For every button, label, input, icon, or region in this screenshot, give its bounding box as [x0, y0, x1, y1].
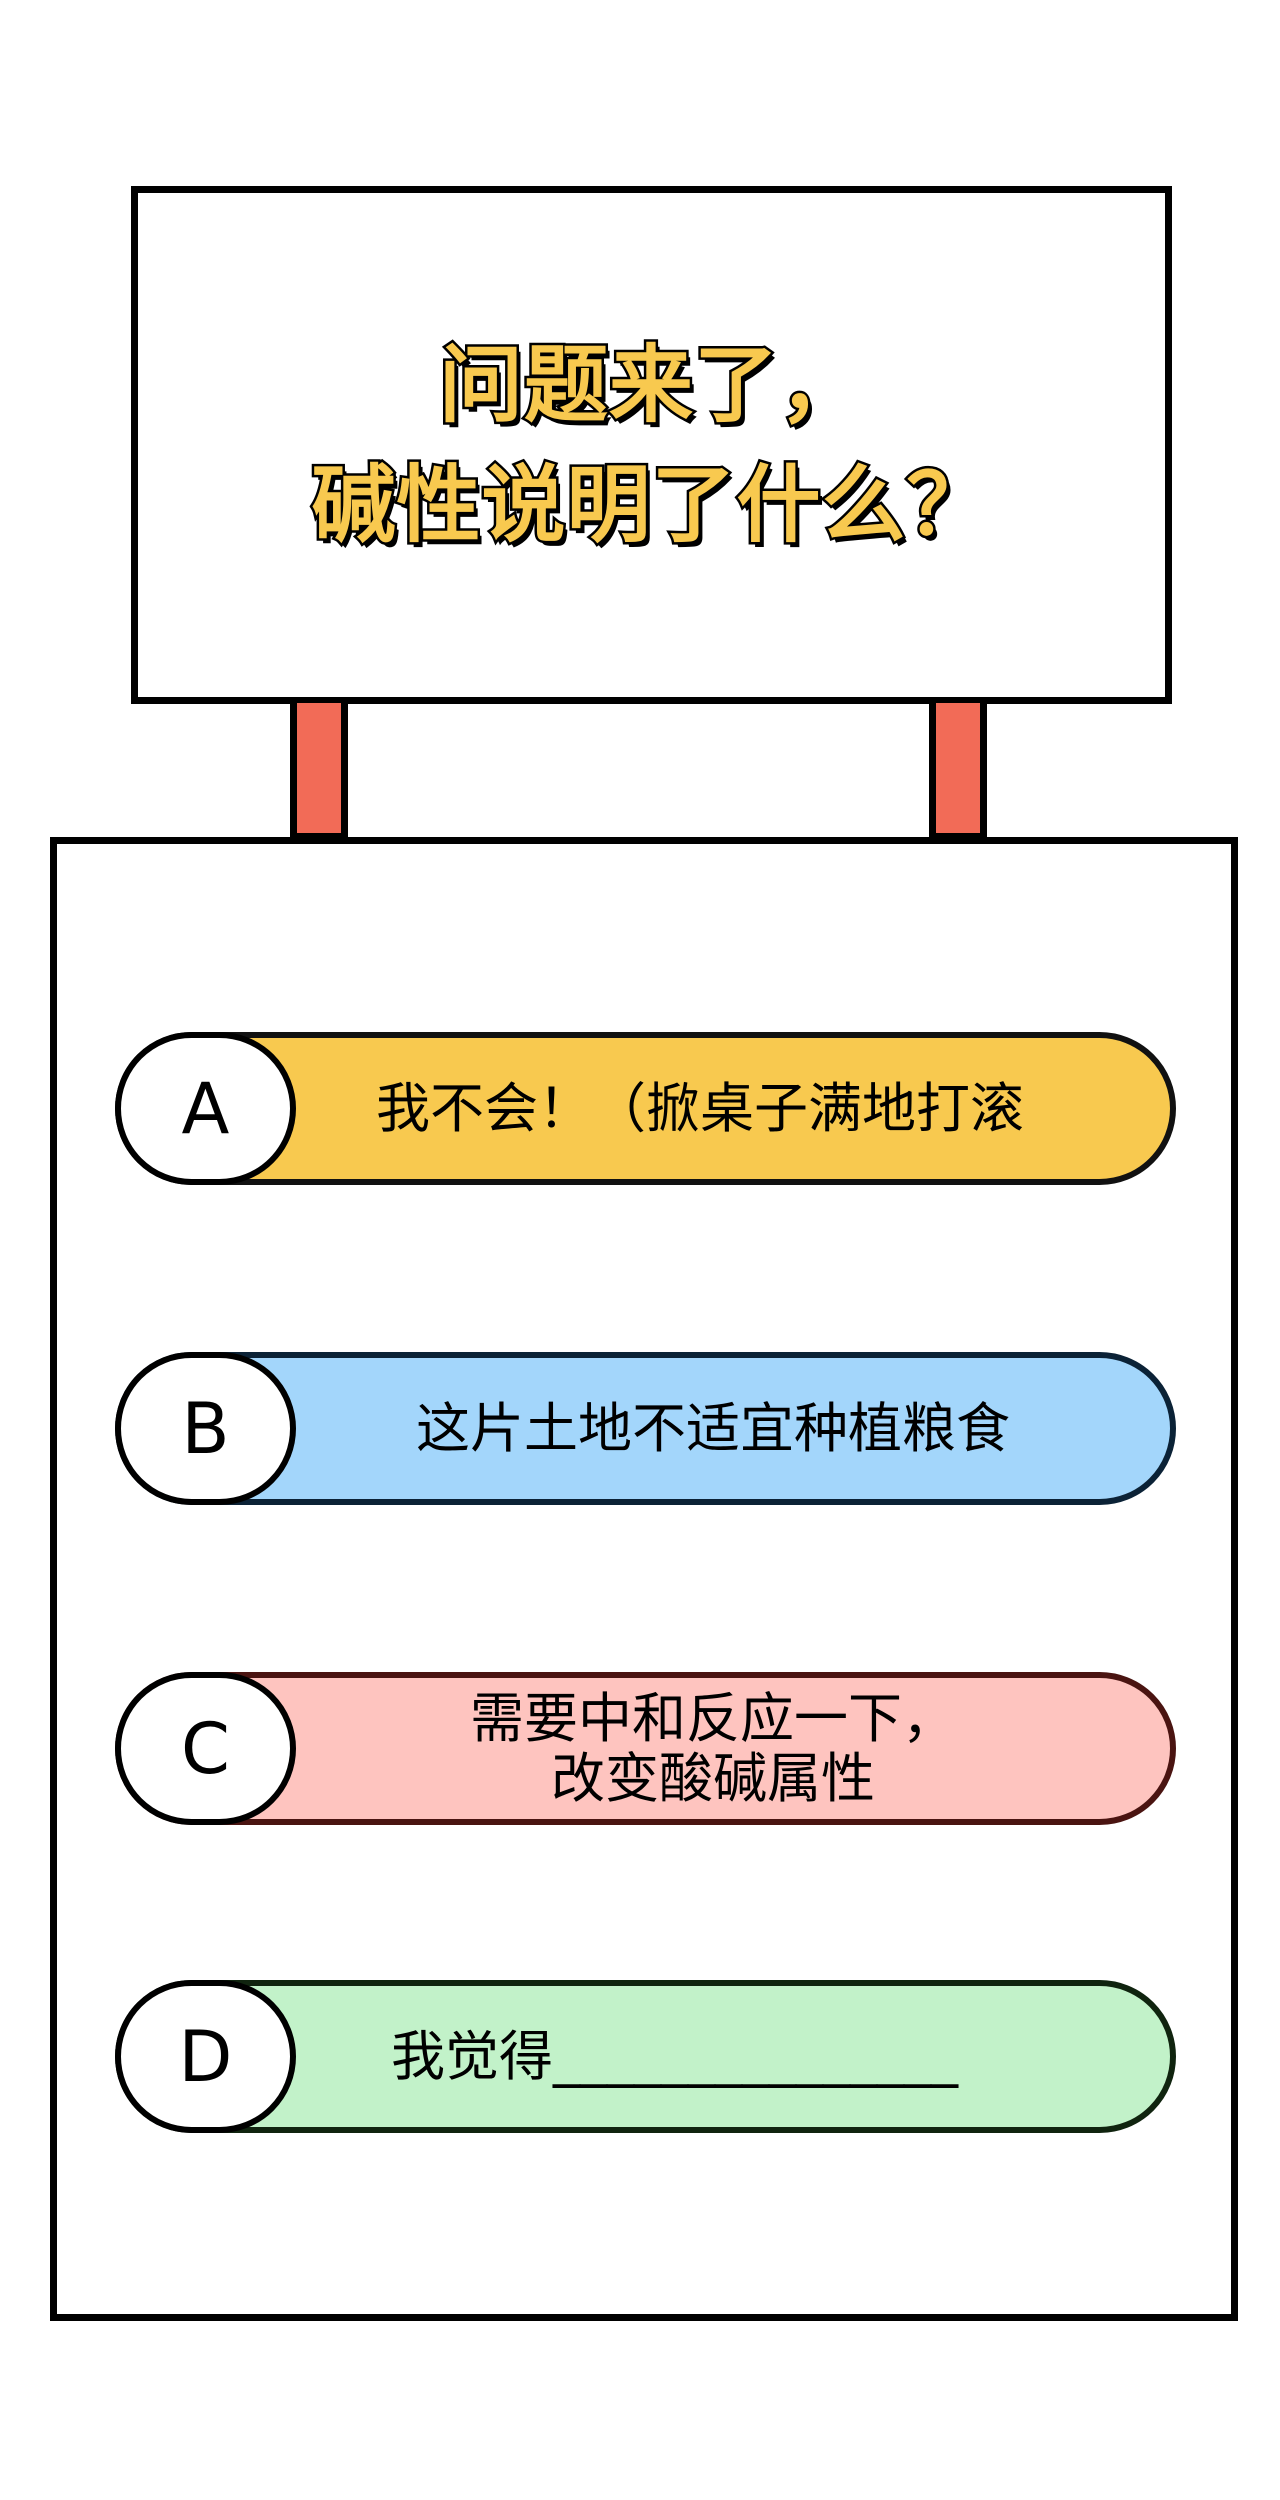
option-b-letter: B: [115, 1352, 296, 1505]
option-c-button[interactable]: C 需要中和反应一下， 改变酸碱属性: [115, 1672, 1176, 1825]
option-b-button[interactable]: B 这片土地不适宜种植粮食: [115, 1352, 1176, 1505]
sign-post-left: [290, 703, 348, 840]
option-d-button[interactable]: D 我觉得_______________: [115, 1980, 1176, 2133]
option-c-text: 需要中和反应一下， 改变酸碱属性: [470, 1686, 956, 1810]
option-a-text: 我不会！（掀桌子满地打滚: [376, 1076, 1024, 1140]
sign-post-right: [929, 703, 987, 840]
option-d-letter: D: [115, 1980, 296, 2133]
question-title-line-1: 问题来了，: [436, 334, 865, 437]
option-a-button[interactable]: A 我不会！（掀桌子满地打滚: [115, 1032, 1176, 1185]
option-c-letter: C: [115, 1672, 296, 1825]
question-sign-board: 问题来了， 碱性说明了什么？: [131, 186, 1172, 704]
question-title-line-2: 碱性说明了什么？: [309, 454, 993, 557]
option-b-text: 这片土地不适宜种植粮食: [416, 1396, 1010, 1460]
option-d-text: 我觉得_______________: [391, 2024, 958, 2088]
option-a-letter: A: [115, 1032, 296, 1185]
